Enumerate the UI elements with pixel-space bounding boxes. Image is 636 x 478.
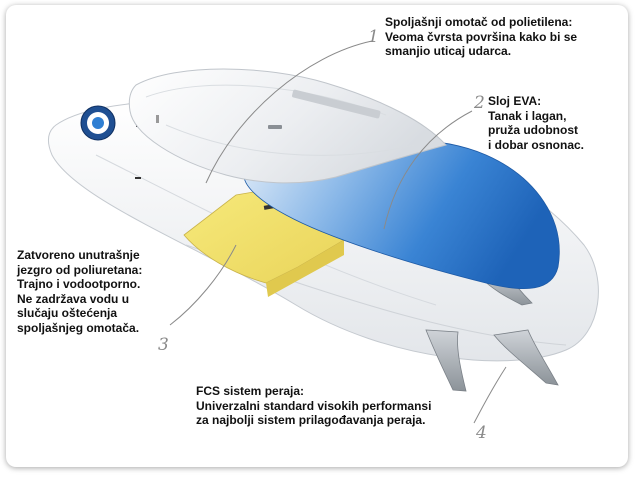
leader-line-1 <box>205 40 373 184</box>
callout-line: za najbolji sistem prilagođavanja peraja… <box>196 413 426 427</box>
callout-line: Ne zadržava vodu u <box>17 291 130 306</box>
diagram-frame: 1 2 3 4 Spoljašnji omotač od polietilena… <box>6 5 628 467</box>
callout-pu-core: Zatvoreno unutrašnje jezgro od poliureta… <box>17 248 142 335</box>
leader-line-3 <box>169 244 237 326</box>
callout-eva-layer: Sloj EVA: Tanak i lagan, pruža udobnost … <box>488 94 584 152</box>
callout-outer-shell: Spoljašnji omotač od polietilena: Veoma … <box>385 15 577 59</box>
logo-icon <box>80 105 116 141</box>
callout-line: Tanak i lagan, <box>488 108 567 123</box>
callout-number-2: 2 <box>474 93 485 113</box>
fin-icon <box>425 329 467 392</box>
callout-line: jezgro od poliuretana: <box>17 262 143 277</box>
callout-line: pruža udobnost <box>488 123 578 137</box>
callout-fcs-fins: FCS sistem peraja: Univerzalni standard … <box>196 384 431 428</box>
callout-line: slučaju oštećenja <box>17 306 118 320</box>
top-shell-layer <box>128 68 447 184</box>
board-illustration <box>48 40 599 424</box>
callout-line: Spoljašnji omotač od polietilena: <box>385 15 573 29</box>
callout-line: Veoma čvrsta površina kako bi se <box>385 29 578 44</box>
leader-line-4 <box>473 366 507 424</box>
callout-line: FCS sistem peraja: <box>196 384 305 398</box>
callout-number-4: 4 <box>476 423 487 443</box>
callout-line: Univerzalni standard visokih performansi <box>196 398 432 413</box>
callout-number-1: 1 <box>368 27 379 47</box>
callout-line: Sloj EVA: <box>488 94 542 108</box>
callout-number-3: 3 <box>158 335 169 355</box>
callout-line: i dobar osnonac. <box>488 137 585 152</box>
callout-line: Trajno i vodootporno. <box>17 277 141 291</box>
leader-line-2 <box>383 110 473 230</box>
callout-line: spoljašnjeg omotača. <box>17 320 140 335</box>
leader-lines <box>169 40 507 424</box>
callout-line: smanjio uticaj udarca. <box>385 44 512 58</box>
callout-line: Zatvoreno unutrašnje <box>17 248 140 262</box>
